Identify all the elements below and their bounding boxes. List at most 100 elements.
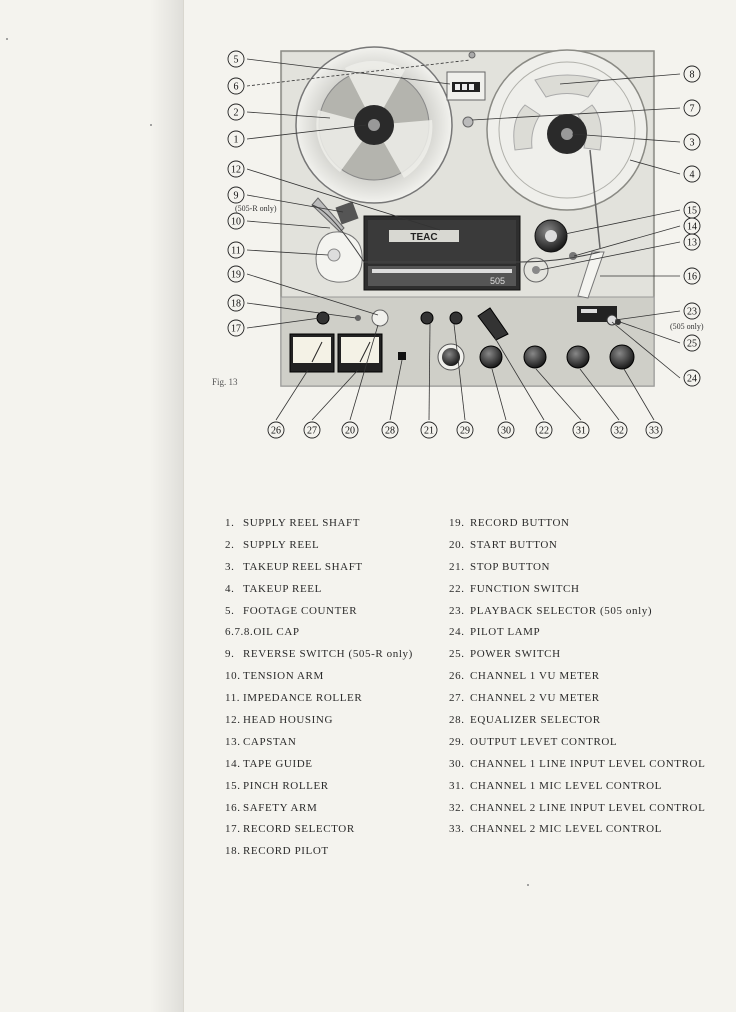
part-number: 29. bbox=[449, 735, 465, 748]
part-label: TAKEUP REEL bbox=[243, 582, 322, 595]
parts-list-item: 28. EQUALIZER SELECTOR bbox=[449, 709, 705, 731]
note-505r-only: (505-R only) bbox=[235, 204, 277, 213]
callout-5: 5 bbox=[227, 50, 245, 68]
part-number: 31. bbox=[449, 779, 465, 792]
parts-list-item: 31.CHANNEL 1 MIC LEVEL CONTROL bbox=[449, 775, 705, 797]
paper-speck bbox=[6, 38, 8, 40]
callout-19: 19 bbox=[227, 265, 245, 283]
callout-12: 12 bbox=[227, 160, 245, 178]
part-number: 14. bbox=[225, 757, 241, 770]
tape-path bbox=[311, 204, 601, 263]
callout-number: 33 bbox=[649, 426, 659, 437]
callout-number: 15 bbox=[687, 206, 697, 217]
record-pilot bbox=[355, 315, 361, 321]
power-switch bbox=[615, 319, 621, 325]
callout-29: 29 bbox=[456, 421, 474, 439]
parts-list-item: 15.PINCH ROLLER bbox=[225, 775, 413, 797]
part-number: 28. bbox=[449, 713, 465, 726]
part-number: 17. bbox=[225, 823, 241, 836]
callout-26: 26 bbox=[267, 421, 285, 439]
callout-2: 2 bbox=[227, 103, 245, 121]
parts-list-item: 25. POWER SWITCH bbox=[449, 643, 705, 665]
part-label: EQUALIZER SELECTOR bbox=[470, 713, 601, 726]
part-number: 15. bbox=[225, 779, 241, 792]
part-label: FOOTAGE COUNTER bbox=[243, 604, 358, 617]
part-label: CHANNEL 1 LINE INPUT LEVEL CONTROL bbox=[470, 757, 706, 770]
part-label: STOP BUTTON bbox=[470, 560, 551, 573]
parts-list-item: 10.TENSION ARM bbox=[225, 665, 413, 687]
callout-33: 33 bbox=[645, 421, 663, 439]
part-label: SUPPLY REEL SHAFT bbox=[243, 516, 361, 529]
part-number: 25. bbox=[449, 648, 465, 661]
callout-10: 10 bbox=[227, 212, 245, 230]
parts-list-item: 26.CHANNEL 1 VU METER bbox=[449, 665, 705, 687]
callout-3: 3 bbox=[683, 133, 701, 151]
callout-number: 32 bbox=[614, 426, 624, 437]
callout-27: 27 bbox=[303, 421, 321, 439]
callout-number: 5 bbox=[234, 55, 239, 66]
part-label: START BUTTON bbox=[470, 538, 558, 551]
callout-17: 17 bbox=[227, 319, 245, 337]
callout-14: 14 bbox=[683, 217, 701, 235]
parts-list-item: 29.OUTPUT LEVET CONTROL bbox=[449, 731, 705, 753]
callout-number: 30 bbox=[501, 426, 511, 437]
callout-23: 23 bbox=[683, 302, 701, 320]
part-label: TENSION ARM bbox=[243, 670, 324, 683]
record-selector bbox=[316, 311, 330, 325]
callout-18: 18 bbox=[227, 294, 245, 312]
callout-22: 22 bbox=[535, 421, 553, 439]
parts-list-item: 5. FOOTAGE COUNTER bbox=[225, 600, 413, 622]
part-number: 24. bbox=[449, 626, 465, 639]
oil-cap bbox=[462, 116, 474, 128]
callout-number: 12 bbox=[231, 165, 241, 176]
start-button bbox=[420, 311, 434, 325]
callout-number: 28 bbox=[385, 426, 395, 437]
part-number: 5. bbox=[225, 604, 235, 617]
part-label: POWER SWITCH bbox=[470, 648, 561, 661]
parts-list-item: 18.RECORD PILOT bbox=[225, 840, 413, 862]
parts-list-item: 22.FUNCTION SWITCH bbox=[449, 578, 705, 600]
part-label: CHANNEL 2 VU METER bbox=[470, 692, 600, 705]
part-label: RECORD BUTTON bbox=[470, 516, 570, 529]
callout-number: 11 bbox=[231, 246, 241, 257]
part-label: OIL CAP bbox=[253, 626, 300, 639]
callout-32: 32 bbox=[610, 421, 628, 439]
callout-9: 9 bbox=[227, 186, 245, 204]
callout-7: 7 bbox=[683, 99, 701, 117]
paper-speck bbox=[150, 124, 152, 126]
part-label: CHANNEL 1 VU METER bbox=[470, 670, 600, 683]
parts-list-item: 14.TAPE GUIDE bbox=[225, 753, 413, 775]
callout-13: 13 bbox=[683, 233, 701, 251]
callout-number: 27 bbox=[307, 426, 317, 437]
part-number: 20. bbox=[449, 538, 465, 551]
callout-8: 8 bbox=[683, 65, 701, 83]
part-number: 13. bbox=[225, 735, 241, 748]
head-housing: TEAC 505 bbox=[363, 215, 521, 291]
parts-list-item: 4.TAKEUP REEL bbox=[225, 578, 413, 600]
part-number: 3. bbox=[225, 560, 235, 573]
pinch-roller bbox=[534, 219, 568, 253]
callout-number: 17 bbox=[231, 324, 241, 335]
parts-list-item: 32.CHANNEL 2 LINE INPUT LEVEL CONTROL bbox=[449, 797, 705, 819]
callout-number: 1 bbox=[234, 135, 239, 146]
callout-11: 11 bbox=[227, 241, 245, 259]
output-level-knob bbox=[437, 343, 465, 371]
part-label: SUPPLY REEL bbox=[243, 538, 320, 551]
callout-number: 29 bbox=[460, 426, 470, 437]
parts-list-item: 11.IMPEDANCE ROLLER bbox=[225, 687, 413, 709]
stop-button bbox=[449, 311, 463, 325]
part-number: 19. bbox=[449, 516, 465, 529]
part-label: CAPSTAN bbox=[243, 735, 297, 748]
callout-6: 6 bbox=[227, 77, 245, 95]
part-number: 23. bbox=[449, 604, 465, 617]
part-label: PLAYBACK SELECTOR (505 only) bbox=[470, 604, 653, 617]
capstan bbox=[523, 257, 549, 283]
callout-number: 2 bbox=[234, 108, 239, 119]
callout-number: 16 bbox=[687, 272, 697, 283]
part-label: RECORD SELECTOR bbox=[243, 823, 355, 836]
callout-number: 24 bbox=[687, 374, 697, 385]
callout-number: 25 bbox=[687, 339, 697, 350]
